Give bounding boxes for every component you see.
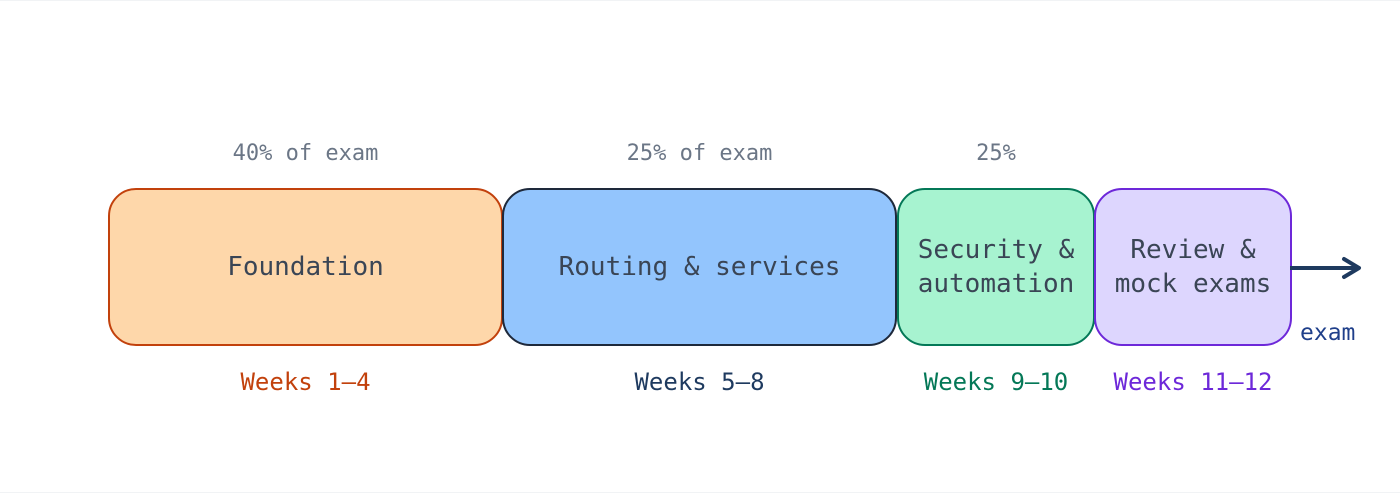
phase-4-box: Review & mock exams [1094,188,1292,346]
phase-1-weeks: Weeks 1–4 [240,368,371,396]
phase-3-box: Security & automation [897,188,1095,346]
exam-label: exam [1300,320,1356,346]
phase-3-label: Security & automation [917,235,1075,299]
phase-2-weeks: Weeks 5–8 [634,368,765,396]
phase-4-label: Review & mock exams [1114,235,1272,299]
phase-1-weight: 40% of exam [232,141,379,166]
phase-2-weight: 25% of exam [626,141,773,166]
exam-arrow-icon [1290,257,1361,279]
phase-3-weeks: Weeks 9–10 [923,368,1069,396]
phase-2-label: Routing & services [558,252,841,282]
phase-4-weeks: Weeks 11–12 [1113,368,1273,396]
phase-1-box: Foundation [108,188,503,346]
phase-3-weight: 25% [976,141,1016,166]
phase-1-label: Foundation [227,252,384,282]
phase-2-box: Routing & services [502,188,897,346]
